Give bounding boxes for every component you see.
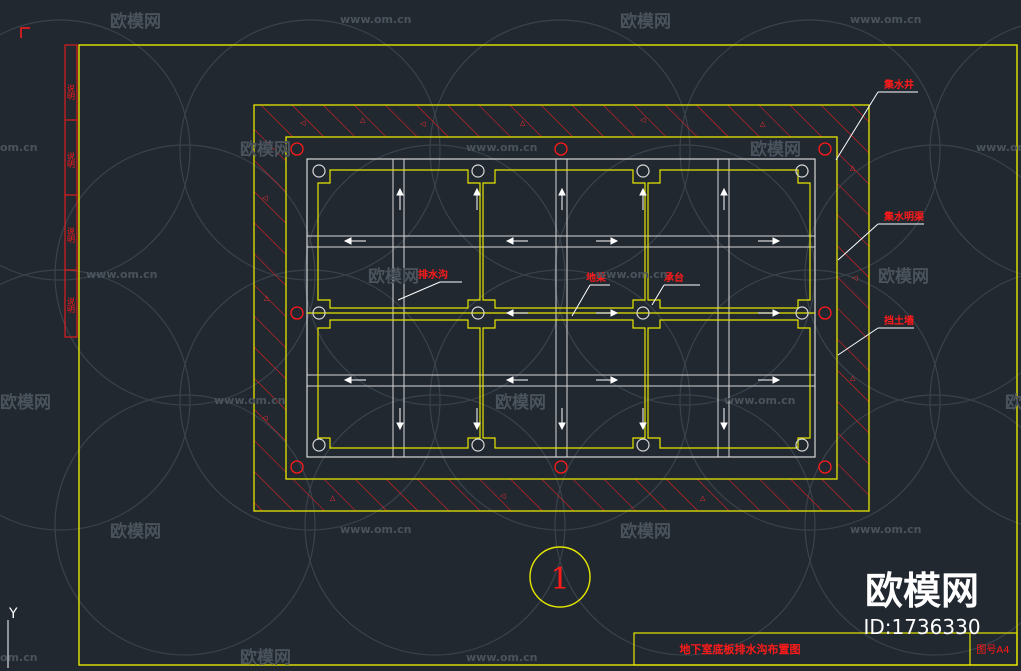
callout-label-b: 地梁 — [586, 271, 607, 284]
svg-text:om.cn: om.cn — [0, 141, 38, 154]
slab-outline — [306, 158, 816, 458]
callout-label-a: 排水沟 — [418, 268, 448, 281]
svg-text:om.cn: om.cn — [0, 651, 38, 664]
strip-label-4: 说明 — [67, 296, 76, 314]
svg-text:欧模网: 欧模网 — [110, 521, 161, 542]
flow-arrows — [343, 187, 781, 431]
brand-watermark: 欧模网 — [865, 569, 979, 613]
svg-text:www.om.cn: www.om.cn — [466, 141, 538, 154]
svg-text:欧模网: 欧模网 — [368, 266, 419, 287]
svg-text:△: △ — [850, 374, 856, 382]
svg-text:www.om.cn: www.om.cn — [340, 523, 412, 536]
watermark-sites: www.om.cn www.om.cn www.om.cn om.cn www.… — [0, 13, 1021, 664]
svg-text:◁: ◁ — [262, 414, 268, 422]
callout-sump-well: 集水井 — [883, 78, 914, 91]
svg-text:◁: ◁ — [852, 274, 858, 282]
svg-text:www.om.cn: www.om.cn — [976, 141, 1021, 154]
svg-text:www.om.cn: www.om.cn — [850, 13, 922, 26]
svg-text:欧模网: 欧模网 — [240, 647, 291, 668]
column-markers — [312, 164, 809, 452]
svg-text:△: △ — [520, 119, 526, 127]
svg-text:△: △ — [264, 294, 270, 302]
svg-text:△: △ — [700, 494, 706, 502]
sheet-number: 图号A4 — [976, 644, 1009, 656]
svg-text:欧模网: 欧模网 — [620, 11, 671, 32]
svg-text:www.om.cn: www.om.cn — [340, 13, 412, 26]
callout-retaining-wall: 挡土墙 — [884, 314, 914, 327]
svg-text:△: △ — [360, 116, 366, 124]
strip-label-1: 说明 — [67, 83, 76, 101]
svg-text:www.om.cn: www.om.cn — [466, 651, 538, 664]
section-marker: 1 — [529, 546, 591, 608]
callout-leaders — [397, 91, 924, 356]
svg-text:欧模网: 欧模网 — [750, 139, 801, 160]
svg-text:◁: ◁ — [262, 194, 268, 202]
drawing-frame — [78, 44, 1018, 666]
svg-text:△: △ — [760, 120, 766, 128]
callout-collect-trench: 集水明渠 — [883, 210, 925, 223]
drawing-title: 地下室底板排水沟布置图 — [680, 642, 801, 656]
svg-text:◁: ◁ — [420, 120, 426, 128]
svg-text:欧模网: 欧模网 — [878, 266, 929, 287]
title-block: 地下室底板排水沟布置图 图号A4 — [633, 632, 1018, 666]
svg-text:www.om.cn: www.om.cn — [214, 394, 286, 407]
svg-text:www.om.cn: www.om.cn — [850, 523, 922, 536]
corner-mark-icon — [20, 27, 30, 38]
svg-text:欧模网: 欧模网 — [620, 521, 671, 542]
svg-text:www.om.cn: www.om.cn — [596, 268, 668, 281]
section-marker-number: 1 — [550, 562, 569, 597]
svg-text:欧模网: 欧模网 — [240, 139, 291, 160]
svg-text:◁: ◁ — [300, 119, 306, 127]
svg-text:欧模网: 欧模网 — [1005, 392, 1021, 413]
svg-text:欧模网: 欧模网 — [110, 11, 161, 32]
svg-text:△: △ — [330, 494, 336, 502]
svg-text:◁: ◁ — [640, 116, 646, 124]
svg-text:www.om.cn: www.om.cn — [724, 394, 796, 407]
svg-text:◁: ◁ — [500, 492, 506, 500]
id-watermark: ID:1736330 — [863, 615, 980, 639]
sump-wells — [290, 142, 832, 474]
svg-text:欧模网: 欧模网 — [0, 392, 51, 413]
svg-text:欧模网: 欧模网 — [495, 392, 546, 413]
drain-channels — [307, 169, 815, 449]
strip-label-3: 说明 — [67, 226, 76, 244]
axis-y-label: Y — [8, 606, 18, 622]
watermarks: 欧模网 欧模网 欧模网 欧模网 欧模网 欧模网 欧模网 欧模网 欧模网 欧模网 … — [0, 11, 1021, 668]
strip-label-2: 说明 — [67, 151, 76, 169]
svg-text:△: △ — [850, 164, 856, 172]
callout-label-c: 承台 — [664, 271, 684, 284]
left-info-strip: 说明 说明 说明 说明 — [64, 44, 78, 338]
svg-text:www.om.cn: www.om.cn — [86, 268, 158, 281]
